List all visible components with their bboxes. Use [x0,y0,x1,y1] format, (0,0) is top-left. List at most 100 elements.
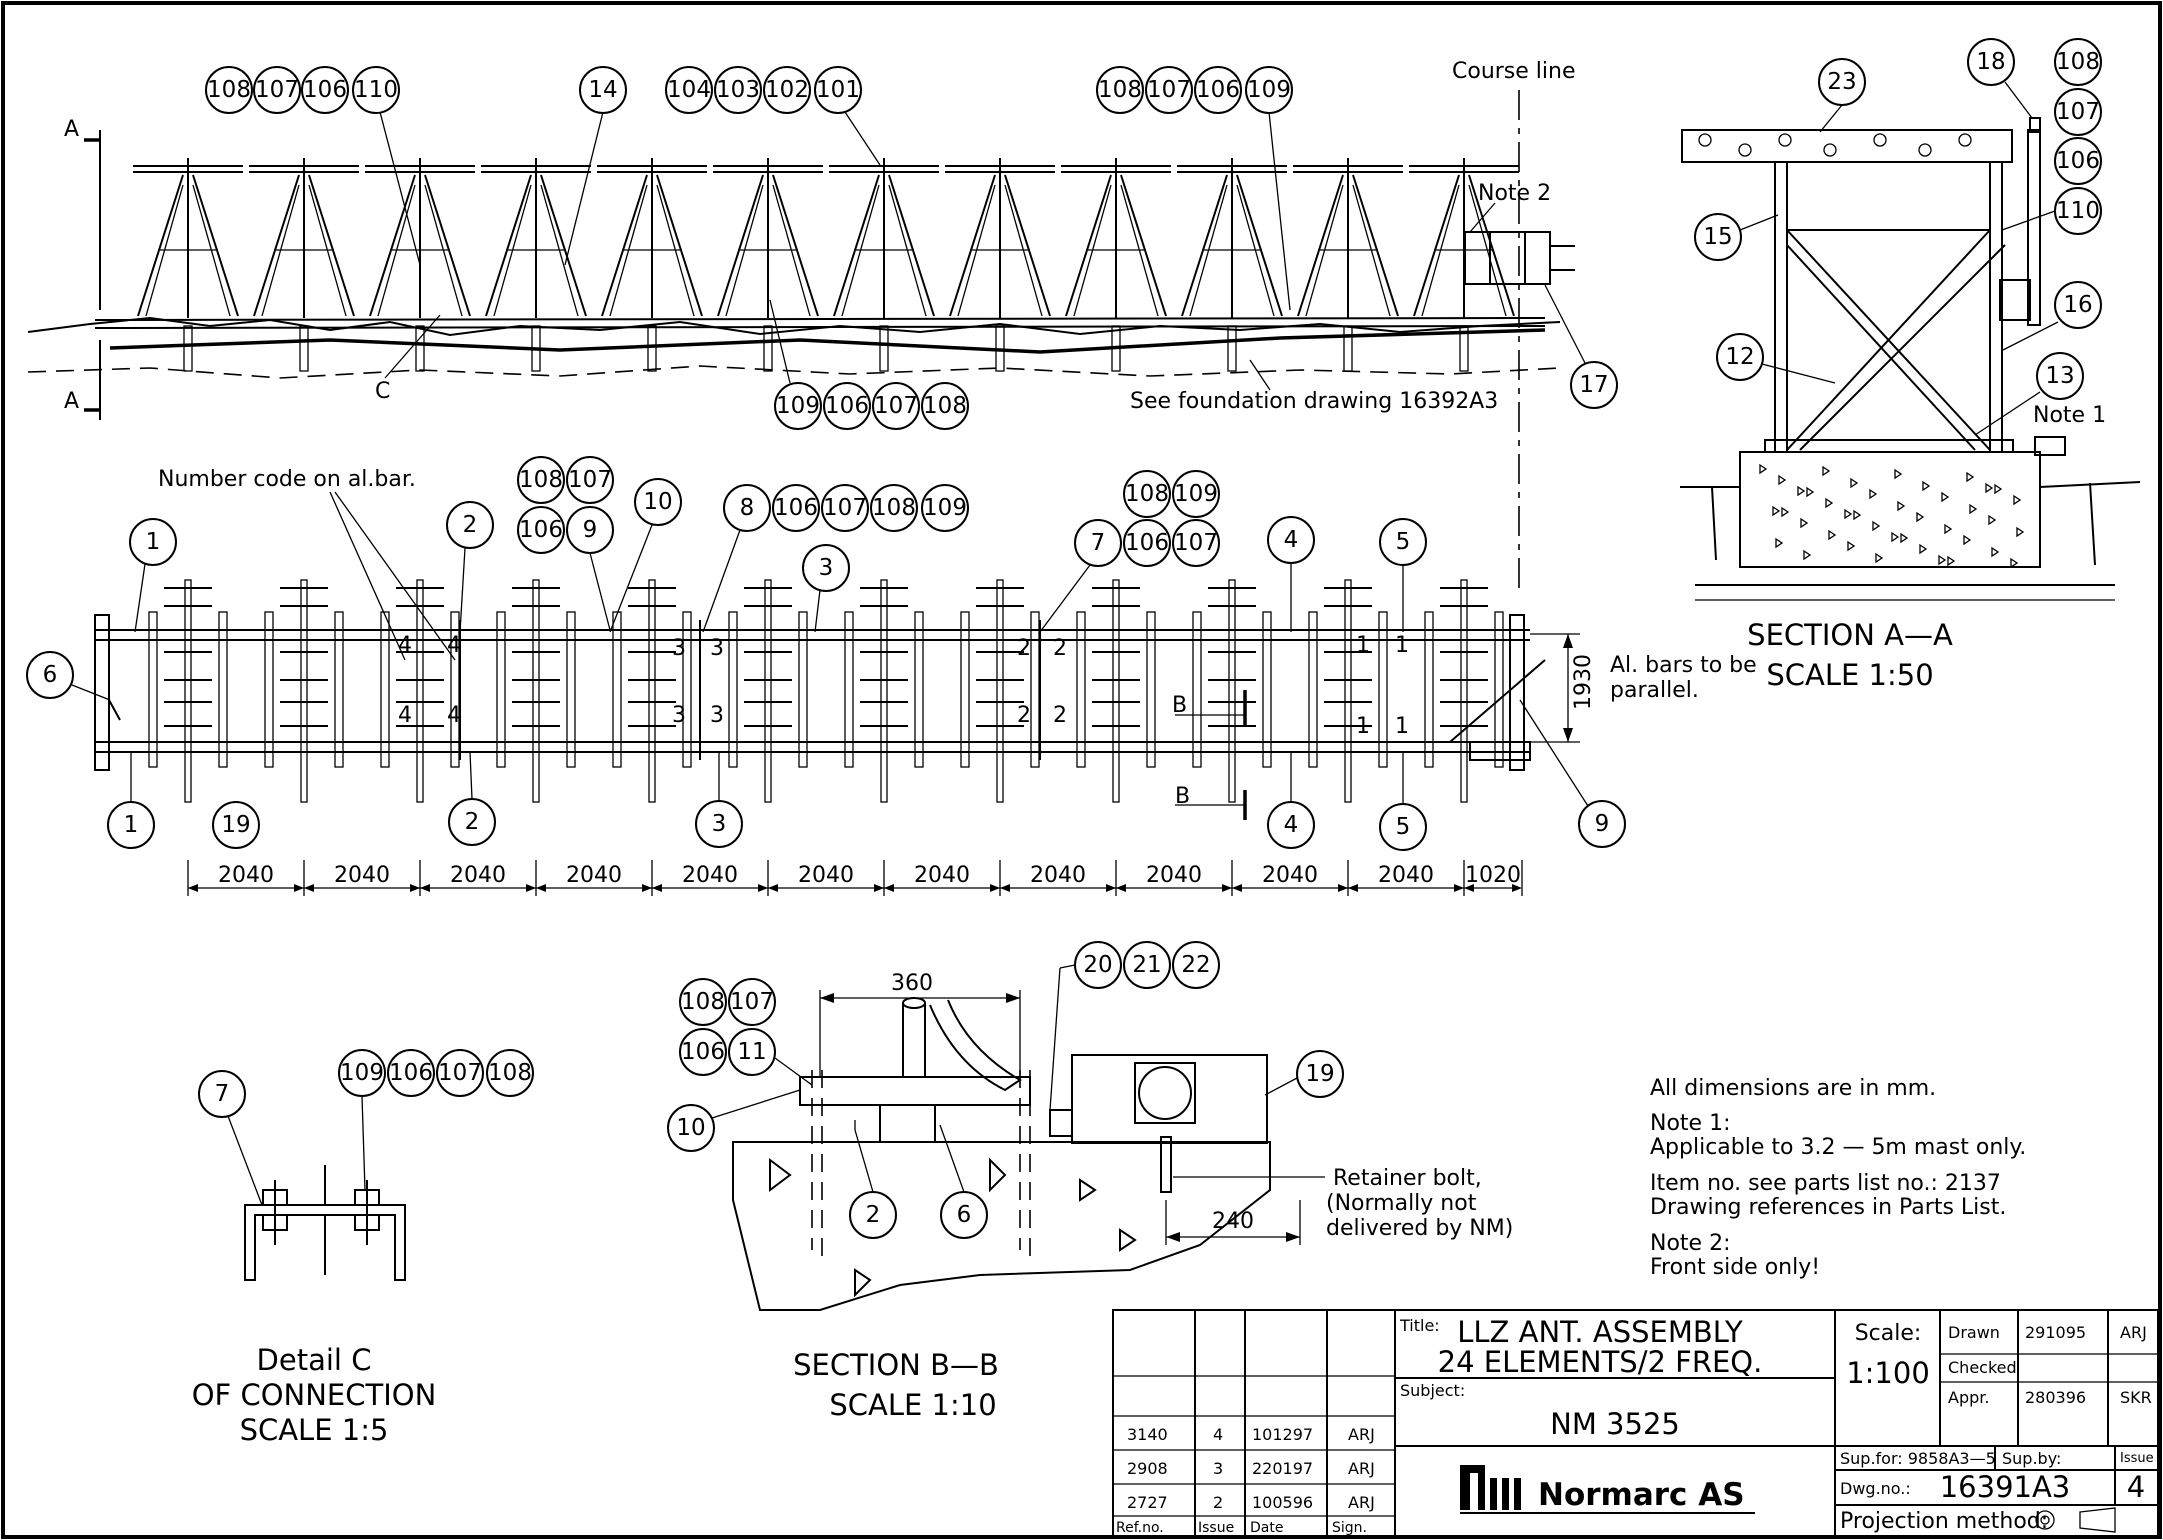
svg-text:7: 7 [1091,530,1106,556]
plan-antenna-element [1192,579,1272,803]
drawn-label: Drawn [1948,1323,2000,1342]
plan-antenna-element [1308,579,1388,803]
svg-text:106: 106 [389,1060,433,1086]
drawing-title-line2: 24 ELEMENTS/2 FREQ. [1438,1345,1763,1379]
projection-label: Projection method: [1840,1509,2048,1534]
number-code-label: Number code on al.bar. [158,467,416,492]
svg-text:108: 108 [2056,49,2100,75]
appr-date: 280396 [2025,1388,2086,1407]
antenna-mast [133,158,243,372]
issue-label: Issue [2120,1451,2154,1466]
plan-antenna-element [960,579,1040,803]
svg-text:108: 108 [207,77,251,103]
svg-text:106: 106 [2056,148,2100,174]
appr-label: Appr. [1948,1388,1989,1407]
bar-number-code: 1 [1395,714,1409,739]
svg-text:1: 1 [124,812,139,838]
svg-text:106: 106 [519,517,563,543]
section-bb-item-bubbles: 108 107 106 11 10 20 21 22 19 2 6 [667,941,1344,1239]
rev-sign: ARJ [1348,1493,1375,1512]
section-b-b-view: 360 240 Retainer bolt, (Normally not del… [667,941,1513,1422]
subject-label: Subject: [1400,1381,1465,1400]
detail-c-title: Detail C [257,1343,372,1377]
svg-text:107: 107 [730,989,774,1015]
foundation-reference: See foundation drawing 16392A3 [1130,389,1498,414]
svg-text:106: 106 [1196,77,1240,103]
svg-text:106: 106 [1125,530,1169,556]
item-group-108-107-106-109: 108 107 106 109 [1096,66,1293,114]
dimension-value: 1020 [1465,863,1521,888]
bar-number-code: 1 [1356,714,1370,739]
title-label: Title: [1399,1316,1440,1335]
svg-text:107: 107 [1174,530,1218,556]
section-b-mark-top: B [1172,693,1187,718]
antenna-mast [1177,158,1287,372]
svg-text:109: 109 [1174,481,1218,507]
svg-text:108: 108 [872,495,916,521]
al-bars-note-line1: Al. bars to be [1610,653,1757,678]
front-elevation-view: A A Course line Note 2 See foundation dr… [27,59,1618,590]
svg-text:15: 15 [1703,224,1732,250]
note-line: Applicable to 3.2 — 5m mast only. [1650,1135,2026,1160]
svg-text:107: 107 [568,467,612,493]
svg-text:7: 7 [215,1081,230,1107]
dimension-value: 2040 [566,863,622,888]
antenna-mast [713,158,823,372]
svg-text:6: 6 [957,1202,972,1228]
svg-text:2: 2 [463,512,478,538]
issue-value: 4 [2127,1470,2145,1504]
bar-number-code: 3 [672,636,686,661]
col-ref-header: Ref.no. [1116,1520,1164,1536]
bar-number-code: 3 [710,636,724,661]
company-name: Normarc AS [1538,1477,1745,1513]
svg-text:106: 106 [681,1039,725,1065]
svg-text:2: 2 [465,809,480,835]
svg-text:107: 107 [874,393,918,419]
bar-number-code: 2 [1053,703,1067,728]
drawn-sign: ARJ [2120,1323,2147,1342]
section-aa-title: SECTION A—A [1747,618,1953,652]
dimension-240: 240 [1212,1209,1254,1234]
svg-text:13: 13 [2045,363,2074,389]
svg-text:10: 10 [643,489,672,515]
drawn-date: 291095 [2025,1323,2086,1342]
svg-text:110: 110 [2056,198,2100,224]
dimension-value: 2040 [682,863,738,888]
plan-antenna-element [1424,579,1504,803]
item-group-104-103-102-101: 104 103 102 101 [665,66,862,114]
section-a-mark-bottom: A [64,389,79,414]
plan-antenna-element [380,579,460,803]
svg-text:6: 6 [43,662,58,688]
svg-text:8: 8 [740,495,755,521]
plan-antenna-element [1076,579,1156,803]
bar-number-code: 4 [398,633,412,658]
svg-text:109: 109 [340,1060,384,1086]
note2-tag: Note 2 [1478,181,1551,206]
plan-antenna-element [612,579,692,803]
svg-text:106: 106 [303,77,347,103]
antenna-mast [365,158,475,372]
svg-text:1: 1 [146,529,161,555]
dimension-value: 2040 [798,863,854,888]
plan-antenna-element [844,579,924,803]
col-date-header: Date [1250,1520,1283,1536]
svg-text:3: 3 [819,555,834,581]
svg-text:107: 107 [2056,99,2100,125]
svg-text:102: 102 [765,77,809,103]
dwg-no-value: 16391A3 [1940,1470,2071,1504]
rev-ref: 3140 [1127,1425,1168,1444]
detail-c-subtitle: OF CONNECTION [192,1378,437,1412]
svg-text:18: 18 [1976,49,2005,75]
dimension-value: 2040 [1262,863,1318,888]
bar-number-code: 4 [447,633,461,658]
retainer-bolt-line2: (Normally not [1326,1191,1477,1216]
svg-text:108: 108 [519,467,563,493]
appr-sign: SKR [2120,1388,2152,1407]
dwg-no-label: Dwg.no.: [1840,1479,1911,1498]
svg-text:4: 4 [1284,527,1299,553]
bar-number-code: 2 [1017,703,1031,728]
item-group-109-106-107-108: 109 106 107 108 [774,382,969,430]
svg-text:5: 5 [1396,529,1411,555]
title-block: Title: LLZ ANT. ASSEMBLY 24 ELEMENTS/2 F… [1112,1309,2159,1537]
